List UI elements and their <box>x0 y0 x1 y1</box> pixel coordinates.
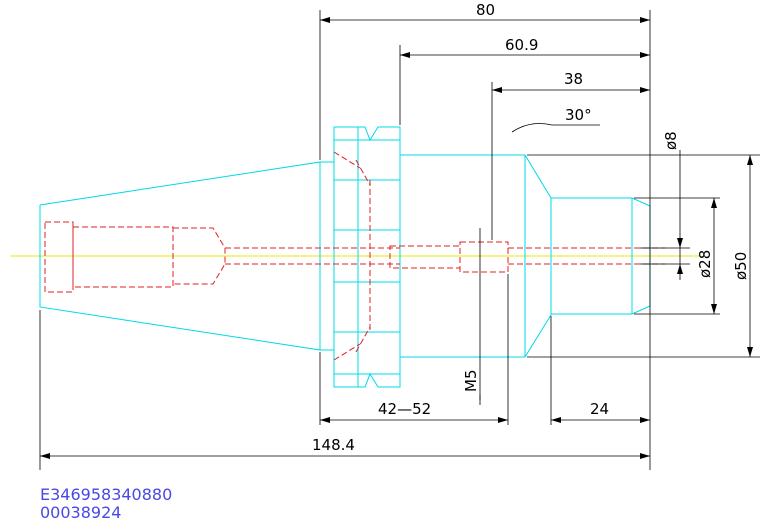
code-line-1: E346958340880 <box>40 485 172 504</box>
dim-80-label: 80 <box>476 1 495 19</box>
dim-24-label: 24 <box>590 400 609 418</box>
dim-60-9-label: 60.9 <box>505 36 538 54</box>
tool-outline <box>39 126 651 388</box>
dia-8-label: ø8 <box>662 131 680 150</box>
angle-30-label: 30° <box>565 106 592 124</box>
arrowheads <box>40 17 753 459</box>
dim-42-52-label: 42—52 <box>378 400 431 418</box>
hidden-lines <box>44 151 665 361</box>
code-line-2: 00038924 <box>40 503 121 522</box>
dim-148-4-label: 148.4 <box>312 436 355 454</box>
dim-38-label: 38 <box>564 70 583 88</box>
dia-28-label: ø28 <box>696 250 714 278</box>
dia-50-label: ø50 <box>732 252 750 280</box>
dimension-lines <box>39 10 760 470</box>
thread-m5-label: M5 <box>462 370 480 393</box>
